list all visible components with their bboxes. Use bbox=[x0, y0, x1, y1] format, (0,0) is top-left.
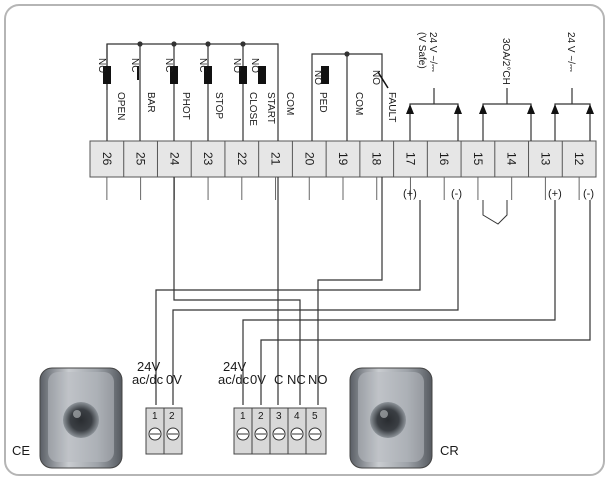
contact-label-23: NC bbox=[197, 58, 208, 72]
terminal-number-13: 13 bbox=[538, 152, 552, 166]
relay-contact bbox=[482, 200, 508, 225]
ce-device-icon bbox=[39, 367, 123, 469]
cr-terminal-1: 1 bbox=[240, 411, 246, 422]
ce-terminal-block: 24V ac/dc 0V 1 2 bbox=[132, 359, 183, 455]
terminal-number-24: 24 bbox=[167, 152, 181, 166]
label-com-1: COM bbox=[284, 92, 295, 115]
terminal-number-23: 23 bbox=[201, 152, 215, 166]
label-open: OPEN bbox=[115, 92, 126, 120]
terminal-number-14: 14 bbox=[505, 152, 519, 166]
cr-terminal-2: 2 bbox=[258, 411, 264, 422]
vertical-labels: NO OPEN NC BAR NC PHOT NC STOP NO CLOSE … bbox=[96, 32, 576, 126]
supply-arrows bbox=[406, 104, 594, 114]
terminal-number-17: 17 bbox=[403, 152, 417, 166]
cr-zero-label: 0V bbox=[250, 372, 266, 387]
terminal-strip: 26 25 24 23 22 21 20 19 18 17 16 15 14 13 12 bbox=[89, 140, 597, 178]
contact-label-24: NC bbox=[163, 58, 174, 72]
polarity-12: (-) bbox=[583, 188, 594, 200]
terminal-number-12: 12 bbox=[572, 152, 586, 166]
label-fault: FAULT bbox=[386, 92, 397, 122]
ce-zero-label: 0V bbox=[166, 372, 182, 387]
ce-terminal-2: 2 bbox=[169, 411, 175, 422]
switch-phot-icon bbox=[170, 66, 178, 84]
polarity-16: (-) bbox=[451, 188, 462, 200]
terminal-number-20: 20 bbox=[302, 152, 316, 166]
ce-supply-label: 24V bbox=[137, 359, 160, 374]
cr-device-icon bbox=[349, 367, 433, 469]
lower-wiring bbox=[155, 177, 591, 405]
cr-c-label: C bbox=[274, 372, 283, 387]
cr-supply-label-2: ac/dc bbox=[218, 372, 250, 387]
cr-label: CR bbox=[440, 443, 459, 458]
ce-supply-label-2: ac/dc bbox=[132, 372, 164, 387]
supply-label-15: 3OA/2°CH bbox=[500, 38, 511, 85]
terminal-number-22: 22 bbox=[235, 152, 249, 166]
cr-terminal-4: 4 bbox=[294, 411, 300, 422]
cr-terminal-3: 3 bbox=[276, 411, 282, 422]
contact-label-26: NO bbox=[96, 58, 107, 73]
polarity-17: (+) bbox=[403, 188, 417, 200]
switch-close-icon bbox=[239, 66, 247, 84]
switch-bar-icon bbox=[137, 66, 139, 80]
switch-open-icon bbox=[103, 66, 111, 84]
terminal-number-19: 19 bbox=[336, 152, 350, 166]
contact-label-fault: NO bbox=[370, 70, 381, 85]
terminal-number-21: 21 bbox=[269, 152, 283, 166]
switch-fault-icon bbox=[377, 71, 389, 89]
label-stop: STOP bbox=[213, 92, 224, 119]
cr-nc-label: NC bbox=[287, 372, 306, 387]
contact-label-25: NC bbox=[129, 58, 140, 72]
terminal-number-16: 16 bbox=[437, 152, 451, 166]
supply-label-17: 24 V ~/⎓ bbox=[427, 32, 438, 72]
cr-no-label: NO bbox=[308, 372, 328, 387]
frame bbox=[4, 4, 605, 476]
supply-label-13: 24 V ~/⎓ bbox=[565, 32, 576, 72]
switch-ped-icon bbox=[321, 66, 329, 84]
cr-terminal-block: 24V ac/dc 0V C NC NO 1 2 3 4 5 bbox=[218, 359, 328, 455]
cr-terminal-5: 5 bbox=[312, 411, 318, 422]
ce-terminal-1: 1 bbox=[152, 411, 158, 422]
polarity-13: (+) bbox=[548, 188, 562, 200]
supply-label-17b: (V Safe) bbox=[416, 32, 427, 69]
cr-supply-label: 24V bbox=[223, 359, 246, 374]
terminal-number-18: 18 bbox=[370, 152, 384, 166]
upper-wiring bbox=[106, 41, 591, 141]
terminal-number-25: 25 bbox=[134, 152, 148, 166]
polarity-labels: (+) (-) (+) (-) bbox=[403, 188, 594, 200]
terminal-number-15: 15 bbox=[471, 152, 485, 166]
label-close: CLOSE bbox=[247, 92, 258, 126]
label-com-2: COM bbox=[353, 92, 364, 115]
label-start: START bbox=[265, 92, 276, 124]
contact-label-22: NO bbox=[231, 58, 242, 73]
contact-label-ped: NO bbox=[312, 70, 323, 85]
ce-label: CE bbox=[12, 443, 30, 458]
contact-label-start: NO bbox=[249, 58, 260, 73]
switch-stop-icon bbox=[204, 66, 212, 84]
label-bar: BAR bbox=[145, 92, 156, 113]
switch-start-icon bbox=[258, 66, 266, 84]
label-ped: PED bbox=[317, 92, 328, 113]
label-phot: PHOT bbox=[180, 92, 191, 120]
switch-symbols bbox=[103, 66, 389, 89]
terminal-number-26: 26 bbox=[100, 152, 114, 166]
